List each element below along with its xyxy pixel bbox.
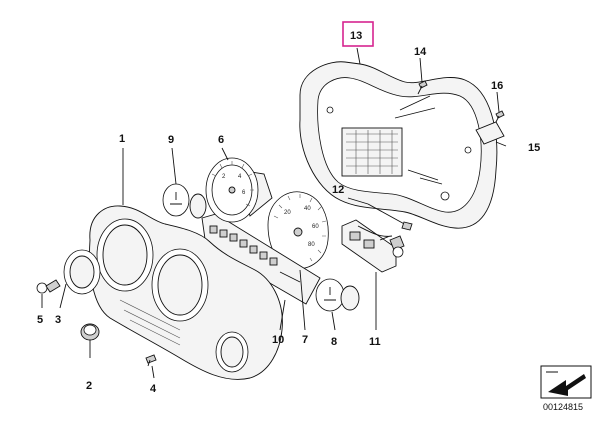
small-gauge-part-8 — [315, 278, 360, 312]
circuit-board-part-11 — [341, 219, 405, 273]
reference-number: 00124815 — [543, 402, 583, 412]
callout-12: 12 — [332, 184, 344, 196]
knob-part-2 — [80, 323, 100, 341]
leader-lines — [41, 47, 507, 379]
arrow-stamp-icon — [540, 365, 592, 399]
screw-part-12 — [367, 203, 413, 231]
tachometer-part-6: 2 4 6 — [205, 157, 273, 223]
svg-text:80: 80 — [308, 242, 315, 248]
rear-housing-part-13 — [299, 61, 498, 229]
small-gauge-part-9 — [162, 183, 207, 219]
callout-5: 5 — [37, 314, 43, 326]
callout-14: 14 — [414, 46, 427, 58]
svg-text:6: 6 — [242, 190, 246, 196]
callout-2: 2 — [86, 380, 92, 392]
callout-4: 4 — [150, 383, 157, 395]
callout-6: 6 — [218, 134, 224, 146]
trim-ring-part-3 — [63, 249, 101, 295]
svg-text:60: 60 — [312, 224, 319, 230]
front-bezel-part-1 — [89, 205, 283, 380]
screw-part-4 — [145, 354, 157, 367]
svg-text:4: 4 — [238, 174, 242, 180]
callout-11: 11 — [369, 336, 381, 348]
svg-text:2: 2 — [222, 174, 226, 180]
callout-13-highlight-box — [342, 21, 374, 47]
screw-part-14 — [417, 80, 428, 95]
callout-1: 1 — [119, 133, 125, 145]
callout-16: 16 — [491, 80, 503, 92]
callout-13: 13 — [350, 30, 362, 42]
callout-7: 7 — [302, 334, 308, 346]
callout-9: 9 — [168, 134, 174, 146]
callout-8: 8 — [331, 336, 337, 348]
callout-3: 3 — [55, 314, 61, 326]
svg-text:20: 20 — [284, 210, 291, 216]
callout-10: 10 — [272, 334, 284, 346]
bulb-part-5 — [36, 279, 61, 294]
plate-part-15 — [475, 121, 505, 145]
speedometer-dial-part-7: 20 40 60 80 — [267, 191, 329, 270]
svg-text:40: 40 — [304, 206, 311, 212]
callout-15: 15 — [528, 142, 540, 154]
